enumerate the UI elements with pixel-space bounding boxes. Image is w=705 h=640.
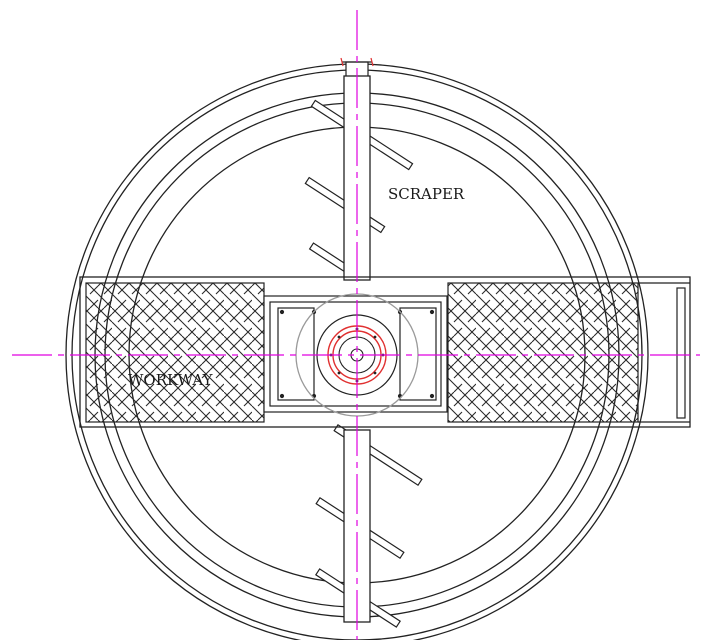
workway-bridge <box>79 276 691 428</box>
scraper-label: SCRAPER <box>388 185 465 203</box>
workway-label: WORKWAY <box>128 371 214 389</box>
workway-grating-left <box>85 282 265 423</box>
workway-outer <box>79 276 691 428</box>
workway-grating-right <box>447 282 639 423</box>
centerlines <box>12 10 700 640</box>
bridge-end-support <box>676 287 686 419</box>
